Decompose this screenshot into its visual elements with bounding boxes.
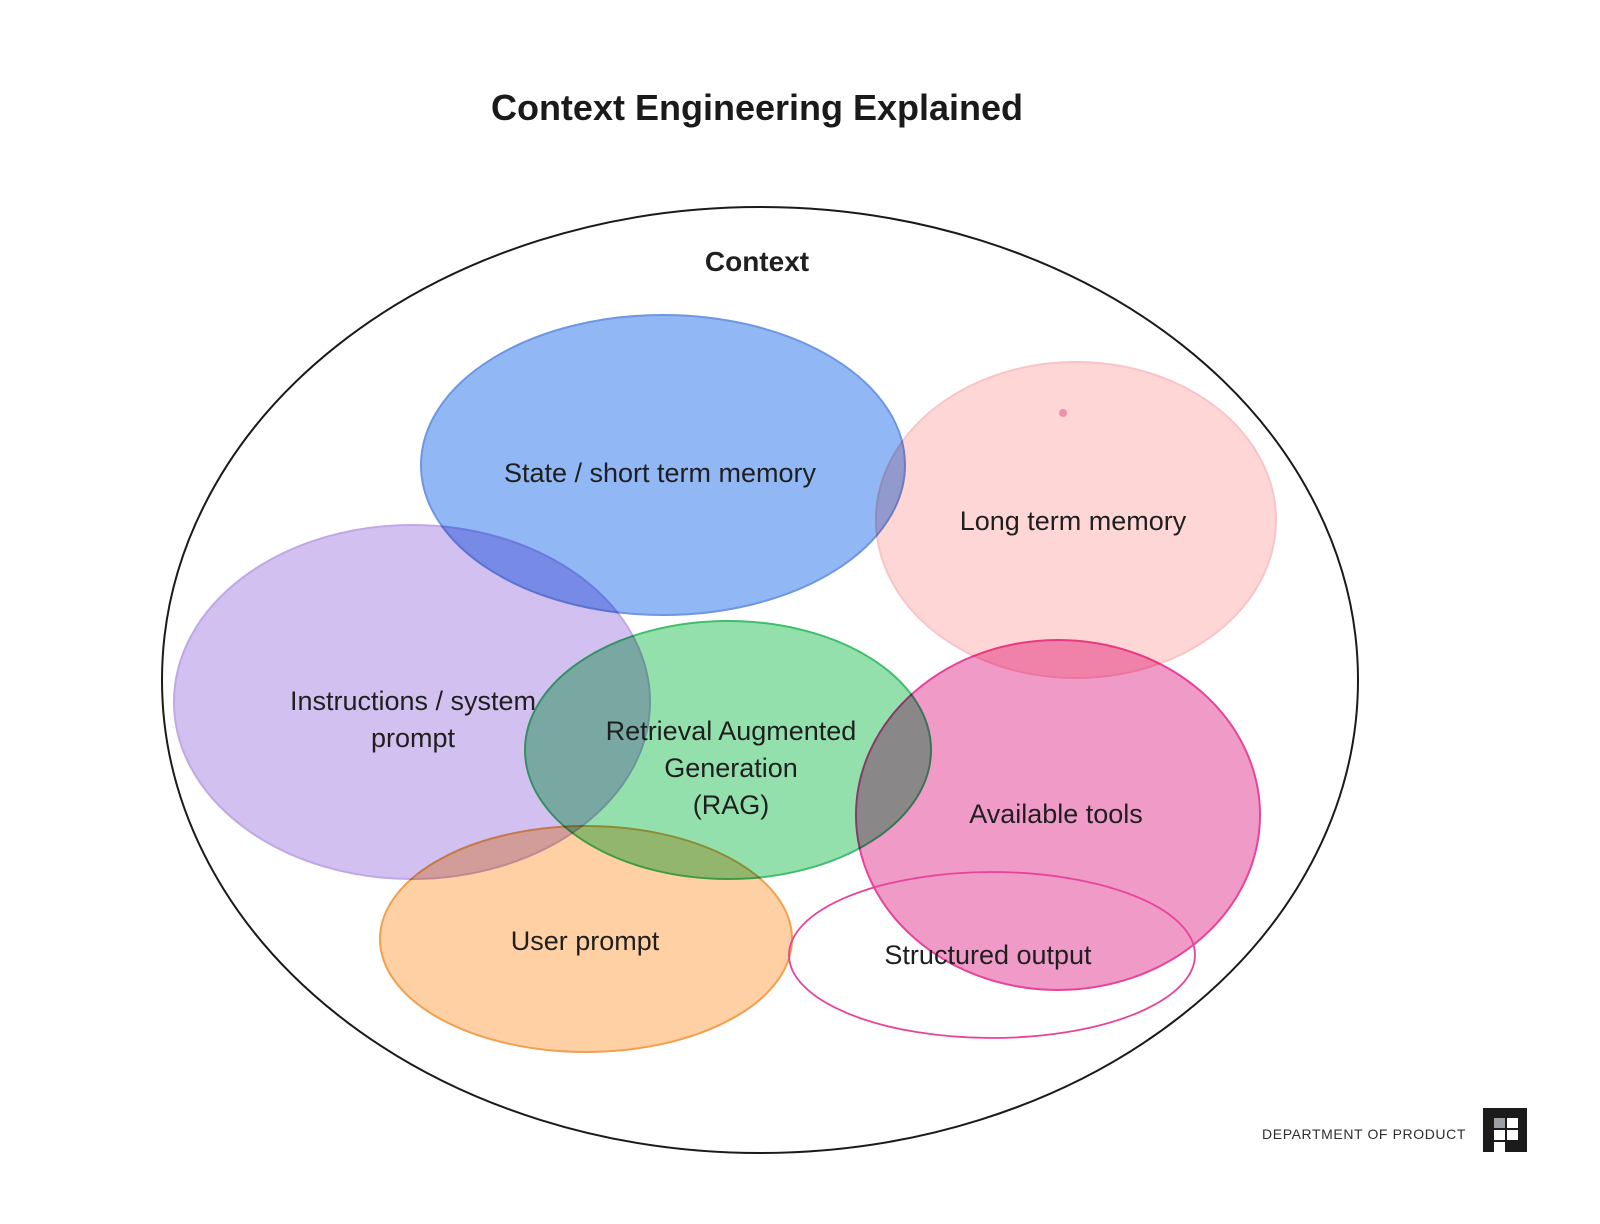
retrieval-augmented-generation-label: Retrieval Augmented Generation (RAG)	[606, 716, 857, 820]
instructions-system-prompt-label: Instructions / system prompt	[290, 686, 536, 753]
brand-logo	[1483, 1108, 1527, 1152]
instructions-label-line1: Instructions / system	[290, 686, 536, 716]
rag-label-line2: Generation	[664, 753, 798, 783]
page-title: Context Engineering Explained	[491, 87, 1023, 128]
available-tools-ellipse	[855, 639, 1261, 991]
structured-output-ellipse	[788, 871, 1196, 1039]
long-term-memory-label: Long term memory	[960, 506, 1187, 536]
logo-square	[1494, 1130, 1505, 1140]
brand-wordmark: DEPARTMENT OF PRODUCT	[1262, 1126, 1466, 1142]
logo-square-accent	[1494, 1118, 1505, 1128]
rag-label-line3: (RAG)	[693, 790, 770, 820]
logo-square	[1507, 1118, 1518, 1128]
state-short-term-memory-label: State / short term memory	[504, 458, 817, 488]
structured-output-label: Structured output	[884, 940, 1092, 970]
pink-dot	[1059, 409, 1067, 417]
instructions-label-line2: prompt	[371, 723, 456, 753]
available-tools-label: Available tools	[969, 799, 1143, 829]
user-prompt-label: User prompt	[511, 926, 660, 956]
rag-label-line1: Retrieval Augmented	[606, 716, 857, 746]
logo-square	[1507, 1130, 1518, 1140]
footer-brand: DEPARTMENT OF PRODUCT	[1262, 1108, 1527, 1152]
logo-square	[1494, 1142, 1505, 1152]
context-outer-label: Context	[705, 246, 809, 277]
